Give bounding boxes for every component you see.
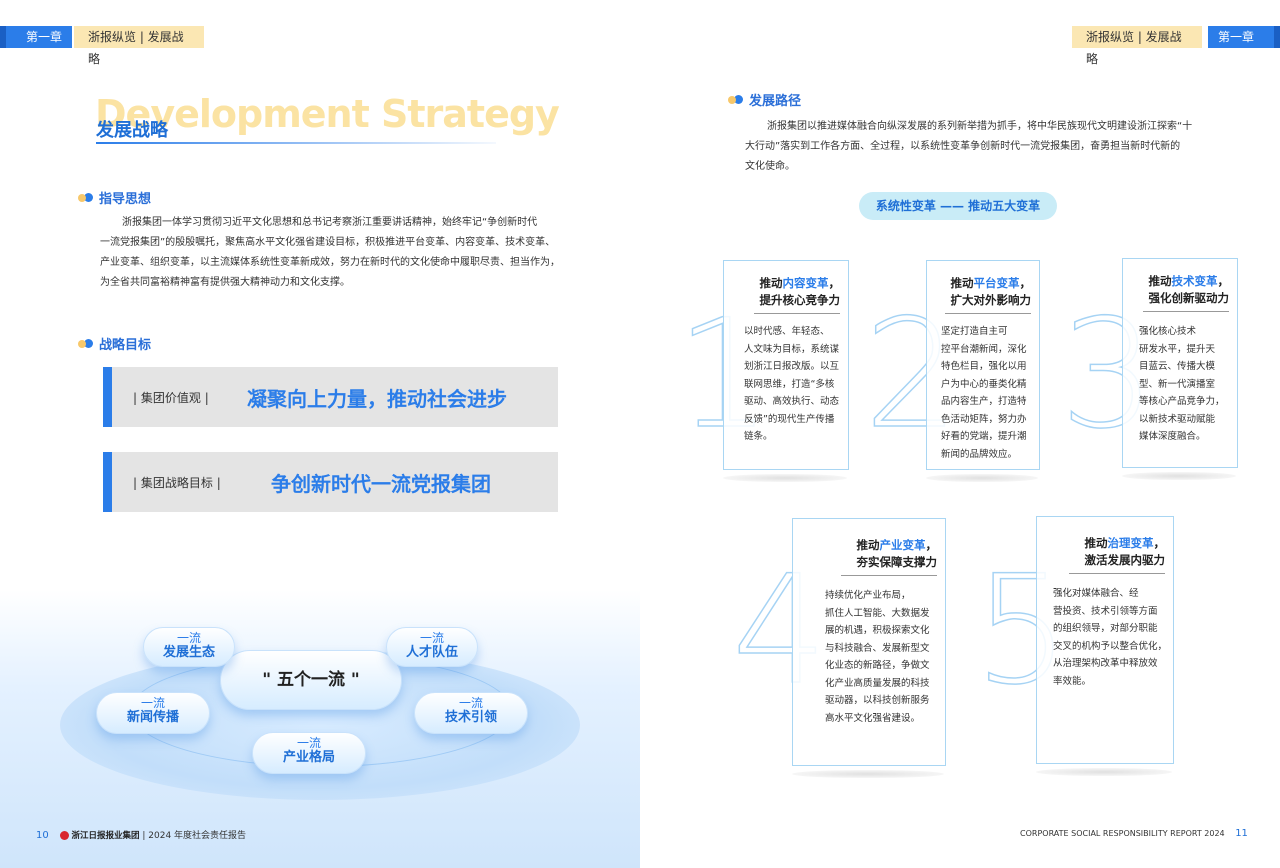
bubble-tech: 一流 技术引领 <box>414 692 528 734</box>
section-tab: 浙报纵览 | 发展战略 <box>1072 26 1202 66</box>
card-title: 推动治理变革， 激活发展内驱力 <box>1084 536 1166 567</box>
path-line: 浙报集团以推进媒体融合向纵深发展的系列新举措为抓手，将中华民族现代文明建设浙江探… <box>767 121 1193 132</box>
path-heading-text: 发展路径 <box>749 94 802 109</box>
section-tab: 浙报纵览 | 发展战略 <box>74 26 204 66</box>
guiding-line: 浙报集团一体学习贯彻习近平文化思想和总书记考察浙江重要讲话精神，始终牢记“争创新… <box>122 217 538 228</box>
banner-value: 争创新时代一流党报集团 <box>271 471 491 496</box>
card-content-reform: 推动内容变革， 提升核心竞争力 以时代感、年轻态、人文味为目标，系统谋划浙江日报… <box>723 260 849 470</box>
chapter-tab: 第一章 <box>0 26 72 48</box>
chapter-tab: 第一章 <box>1208 26 1280 48</box>
card-text: 强化对媒体融合、经营投资、技术引领等方面的组织领导，对部分职能交叉的机构予以整合… <box>1053 588 1168 687</box>
right-page: 浙报纵览 | 发展战略 第一章 发展路径 浙报集团以推进媒体融合向纵深发展的系列… <box>640 0 1280 868</box>
value-banner: | 集团价值观 | 凝聚向上力量，推动社会进步 <box>103 367 558 427</box>
banner-label: | 集团价值观 | <box>133 390 209 405</box>
title-background-text: Development Strategy <box>95 92 560 136</box>
bullet-dot-icon <box>728 95 743 104</box>
card-text: 坚定打造自主可控平台潮新闻，深化特色栏目，强化以用户为中心的垂类化精品内容生产，… <box>941 326 1027 460</box>
report-name: 2024 年度社会责任报告 <box>148 831 247 841</box>
section-label: 浙报纵览 | 发展战略 <box>88 30 184 66</box>
card-platform-reform: 推动平台变革， 扩大对外影响力 坚定打造自主可控平台潮新闻，深化特色栏目，强化以… <box>926 260 1040 470</box>
card-title: 推动产业变革， 夯实保障支撑力 <box>856 538 938 569</box>
card-title: 推动内容变革， 提升核心竞争力 <box>759 276 841 307</box>
page-title: 发展战略 <box>96 120 168 141</box>
banner-value: 凝聚向上力量，推动社会进步 <box>247 386 507 411</box>
bubble-industry: 一流 产业格局 <box>252 732 366 774</box>
page-number: 11 <box>1235 828 1248 839</box>
card-tech-reform: 推动技术变革， 强化创新驱动力 强化核心技术研发水平，提升天目蓝云、传播大模型、… <box>1122 258 1238 468</box>
section-label: 浙报纵览 | 发展战略 <box>1086 30 1182 66</box>
group-logo-text: 浙江日报报业集团 <box>71 831 140 841</box>
path-paragraph: 浙报集团以推进媒体融合向纵深发展的系列新举措为抓手，将中华民族现代文明建设浙江探… <box>745 117 1215 177</box>
bullet-dot-icon <box>78 339 93 348</box>
card-title: 推动技术变革， 强化创新驱动力 <box>1148 274 1230 305</box>
card-governance-reform: 推动治理变革， 激活发展内驱力 强化对媒体融合、经营投资、技术引领等方面的组织领… <box>1036 516 1174 764</box>
chapter-label: 第一章 <box>26 30 63 44</box>
left-footer: 10 浙江日报报业集团 | 2024 年度社会责任报告 <box>36 830 247 841</box>
guiding-heading: 指导思想 <box>78 188 152 207</box>
bullet-dot-icon <box>78 193 93 202</box>
transform-pill: 系统性变革 —— 推动五大变革 <box>859 192 1057 220</box>
card-title: 推动平台变革， 扩大对外影响力 <box>950 276 1032 307</box>
guiding-line: 为全省共同富裕精神富有提供强大精神动力和文化支撑。 <box>100 277 350 288</box>
guiding-line: 产业变革、组织变革，以主流媒体系统性变革新成效，努力在新时代的文化使命中履职尽责… <box>100 257 560 268</box>
guiding-line: 一流党报集团”的殷殷嘱托，聚焦高水平文化强省建设目标，积极推进平台变革、内容变革… <box>100 237 556 248</box>
page-number: 10 <box>36 830 49 841</box>
guiding-heading-text: 指导思想 <box>99 192 152 207</box>
card-industry-reform: 推动产业变革， 夯实保障支撑力 持续优化产业布局，抓住人工智能、大数据发展的机遇… <box>792 518 946 766</box>
banner-label: | 集团战略目标 | <box>133 475 221 490</box>
card-text: 强化核心技术研发水平，提升天目蓝云、传播大模型、新一代演播室等核心产品竞争力，以… <box>1139 326 1225 442</box>
left-page: 第一章 浙报纵览 | 发展战略 Development Strategy 发展战… <box>0 26 640 868</box>
bubble-ecosystem: 一流 发展生态 <box>143 627 235 667</box>
path-line: 文化使命。 <box>745 161 795 172</box>
card-text: 以时代感、年轻态、人文味为目标，系统谋划浙江日报改版。以互联网思维，打造“多核驱… <box>744 326 840 442</box>
right-footer: CORPORATE SOCIAL RESPONSIBILITY REPORT 2… <box>1020 828 1248 839</box>
guiding-paragraph: 浙报集团一体学习贯彻习近平文化思想和总书记考察浙江重要讲话精神，始终牢记“争创新… <box>100 213 570 293</box>
goals-heading-text: 战略目标 <box>99 338 152 353</box>
path-heading: 发展路径 <box>728 90 802 109</box>
title-underline <box>96 142 496 144</box>
bubble-news: 一流 新闻传播 <box>96 692 210 734</box>
chapter-label: 第一章 <box>1218 30 1255 44</box>
center-label: " 五个一流 " <box>262 670 360 690</box>
group-logo-icon <box>59 831 69 840</box>
report-name: CORPORATE SOCIAL RESPONSIBILITY REPORT 2… <box>1020 829 1225 838</box>
center-bubble: " 五个一流 " <box>220 650 402 710</box>
card-text: 持续优化产业布局，抓住人工智能、大数据发展的机遇，积极探索文化与科技融合、发展新… <box>825 590 930 724</box>
goals-heading: 战略目标 <box>78 334 152 353</box>
path-line: 大行动”落实到工作各方面、全过程，以系统性变革争创新时代一流党报集团，奋勇担当新… <box>745 141 1181 152</box>
bubble-talent: 一流 人才队伍 <box>386 627 478 667</box>
strategy-banner: | 集团战略目标 | 争创新时代一流党报集团 <box>103 452 558 512</box>
